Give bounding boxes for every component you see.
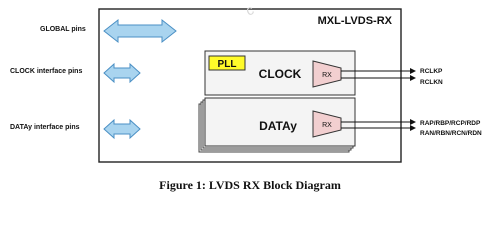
- pll-box: [208, 55, 246, 71]
- data-rx-label: RX: [322, 122, 332, 129]
- data-rx-trapezoid: [312, 110, 342, 138]
- rclkn-label: RCLKN: [420, 79, 443, 86]
- global-pins-arrow: [103, 18, 177, 44]
- data-interface-pins-label: DATAy interface pins: [10, 124, 80, 131]
- data-n-label: RAN/RBN/RCN/RDN: [420, 130, 482, 137]
- pll-label: PLL: [218, 59, 237, 70]
- global-pins-label: GLOBAL pins: [40, 26, 86, 33]
- rclkn-arrowhead: [410, 75, 416, 81]
- data-n-arrowhead: [410, 125, 416, 131]
- clock-rx-trapezoid: [312, 60, 342, 88]
- data-block-label: DATAy: [259, 119, 297, 133]
- rclkp-label: RCLKP: [420, 68, 443, 75]
- clock-interface-pins-label: CLOCK interface pins: [10, 68, 82, 75]
- block-diagram-svg: MXL-LVDS-RX GLOBAL pins CLOCK interface …: [10, 8, 482, 163]
- data-p-label: RAP/RBP/RCP/RDP: [420, 120, 481, 127]
- clock-interface-arrow: [103, 62, 141, 84]
- diagram: MXL-LVDS-RX GLOBAL pins CLOCK interface …: [10, 1, 482, 192]
- rclkp-arrowhead: [410, 68, 416, 74]
- figure-caption: Figure 1: LVDS RX Block Diagram: [159, 178, 341, 192]
- data-p-arrowhead: [410, 119, 416, 125]
- data-interface-arrow: [103, 118, 141, 140]
- clock-rx-label: RX: [322, 72, 332, 79]
- clock-block-label: CLOCK: [259, 67, 302, 81]
- outer-title: MXL-LVDS-RX: [318, 15, 393, 27]
